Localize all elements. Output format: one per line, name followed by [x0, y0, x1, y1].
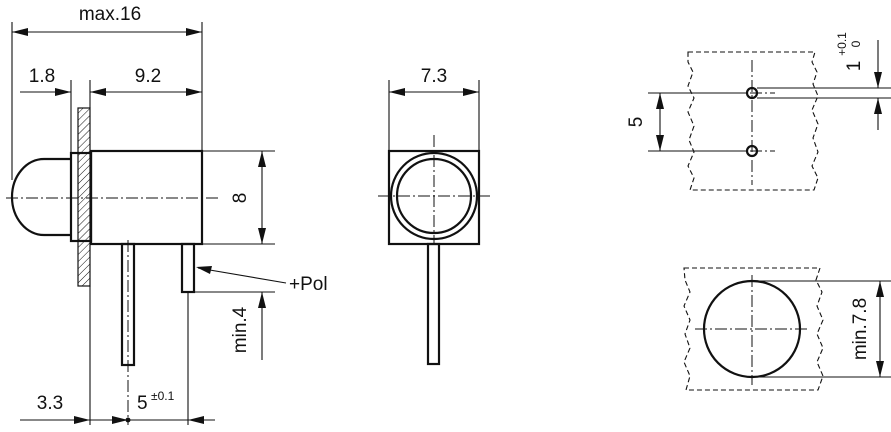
pcb-break-outline	[687, 51, 819, 191]
dim-hole-spacing: 5	[626, 117, 647, 128]
dim-body-height: 8	[230, 193, 251, 204]
dim-lead-offset: 3.3	[37, 393, 63, 414]
dim-overall-length: max.16	[79, 4, 141, 25]
mounting-panel	[77, 107, 91, 287]
dim-front-width: 7.3	[421, 66, 447, 87]
dim-flange-thickness: 1.8	[29, 66, 55, 87]
dim-hole-tol-upper: +0.1	[835, 32, 849, 56]
front-lead	[426, 242, 441, 366]
dim-lead-spacing-tol: ±0.1	[151, 389, 175, 403]
dim-cutout-diameter: min.7.8	[850, 298, 871, 360]
polarity-label: +Pol	[289, 274, 328, 295]
led-dome	[10, 157, 71, 237]
dim-hole-diameter: 1	[844, 61, 865, 72]
dim-hole-tol-lower: 0	[849, 40, 863, 47]
lead-right	[180, 242, 196, 294]
front-view: 7.3	[378, 66, 490, 366]
panel-cutout-view: min.7.8	[683, 267, 891, 391]
dim-body-length: 9.2	[135, 66, 161, 87]
panel-break-outline	[683, 267, 824, 391]
drill-pattern-view: 5 1 +0.1 0	[626, 32, 891, 191]
side-view: max.16 1.8 9.2 8 min.4 +Pol 3.3 5 ±0.1	[6, 4, 328, 425]
dim-lead-spacing: 5	[137, 393, 148, 414]
lead-spacing-dot	[125, 417, 131, 423]
dim-lead-min-length: min.4	[230, 306, 251, 353]
